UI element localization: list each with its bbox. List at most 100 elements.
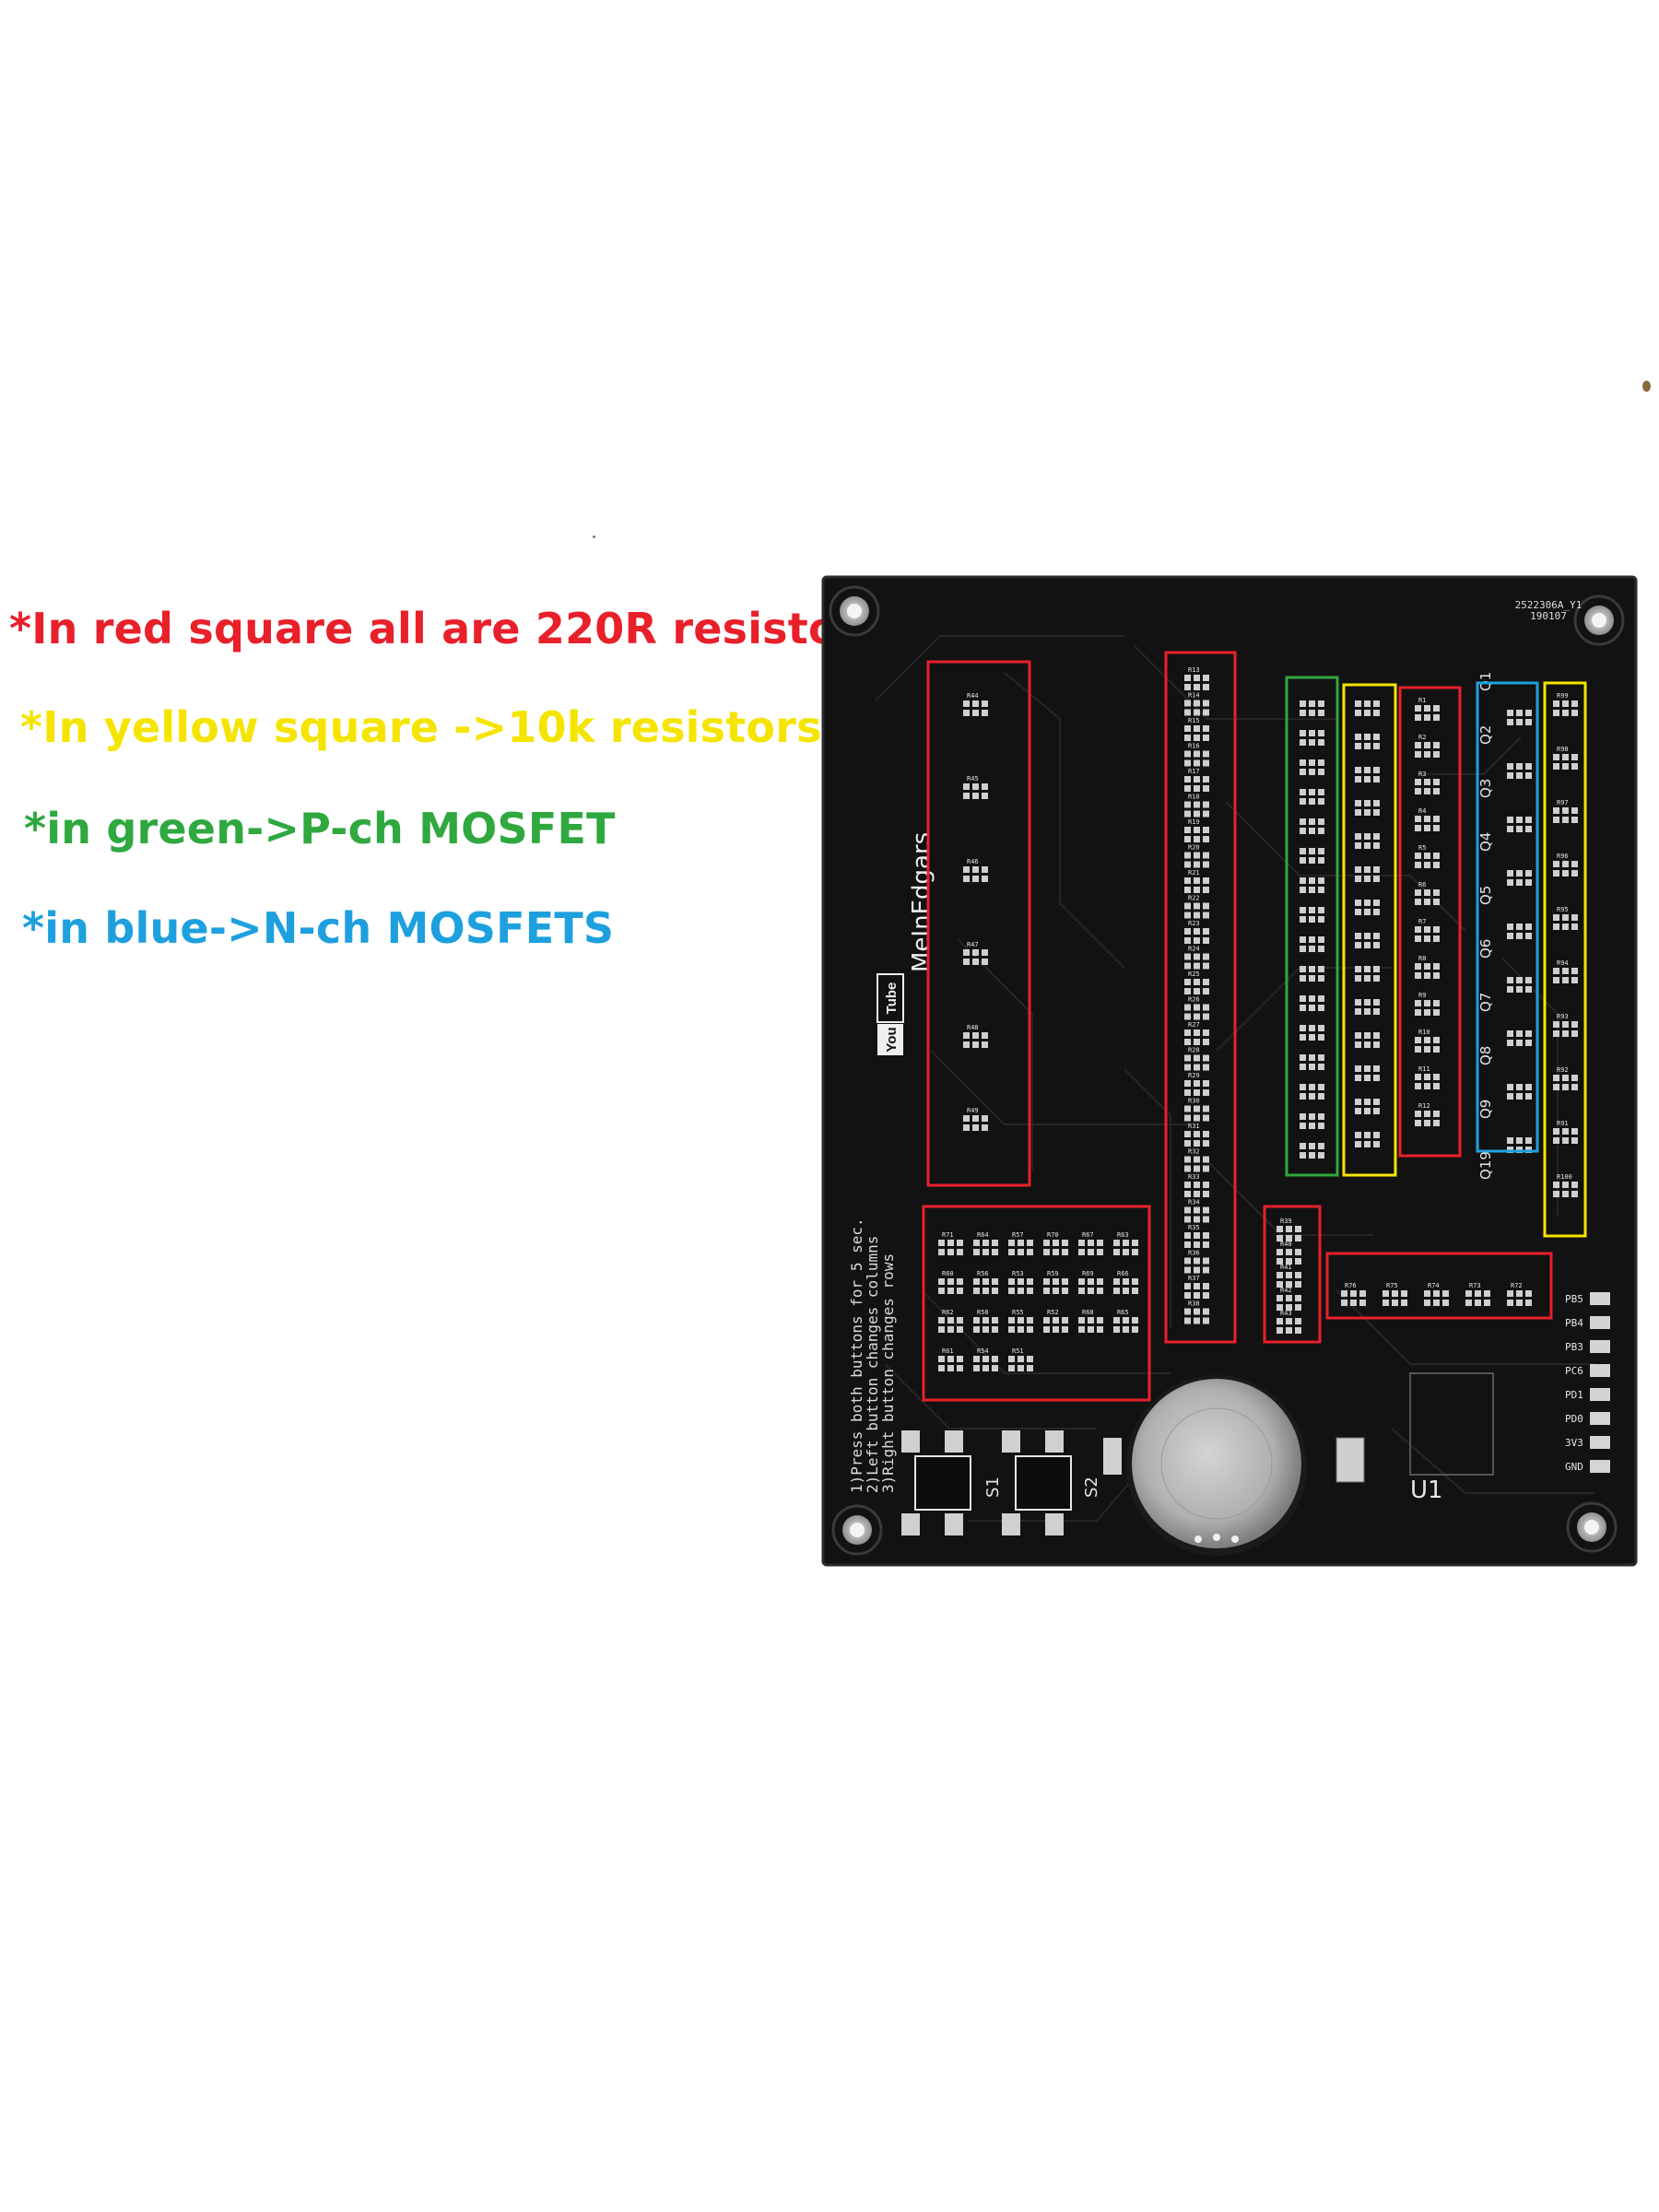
smd-pad: [1097, 1288, 1103, 1294]
smd-pad: [1018, 1317, 1024, 1324]
smd-pad: [1424, 853, 1430, 859]
smd-pad: [1433, 926, 1440, 933]
smd-pad: [1318, 789, 1324, 795]
smd-pad: [1571, 1084, 1578, 1090]
smd-pad: [1553, 1030, 1559, 1037]
smd-pad: [1424, 816, 1430, 822]
smd-pad: [1286, 1272, 1292, 1278]
smd-pad: [1309, 759, 1315, 766]
smd-pad: [1277, 1226, 1283, 1232]
smd-pad: [1373, 876, 1380, 882]
smd-pad: [1318, 975, 1324, 982]
smd-pad: [1401, 1290, 1407, 1297]
smd-pad: [1300, 828, 1306, 834]
smd-pad: [1286, 1281, 1292, 1288]
smd-pad: [1318, 1123, 1324, 1129]
smd-pad: [1194, 1054, 1200, 1062]
smd-pad: [1300, 710, 1306, 716]
smd-pad: [1364, 909, 1371, 915]
smd-resistor: R71: [938, 1231, 963, 1255]
smd-pad: [1184, 937, 1191, 944]
smd-resistor: R2: [1415, 734, 1440, 758]
smd-pad: [1525, 977, 1532, 983]
resistor-label: R1: [1418, 697, 1426, 704]
smd-pad: [1553, 914, 1559, 921]
smd-pad: [1097, 1240, 1103, 1246]
smd-pad: [1415, 1037, 1421, 1043]
smd-pad: [1318, 995, 1324, 1002]
smd-pad: [1123, 1249, 1129, 1255]
smd-resistor: R28: [1184, 1047, 1209, 1071]
smd-pad: [1571, 1182, 1578, 1188]
smd-pad: [1475, 1300, 1481, 1306]
resistor-label: R12: [1418, 1102, 1430, 1110]
smd-pad: [1355, 1099, 1361, 1105]
smd-pad: [1184, 979, 1191, 985]
smd-resistor: R27: [1184, 1021, 1209, 1045]
smd-pad: [1433, 742, 1440, 748]
smd-pad: [1184, 785, 1191, 792]
smd-pad: [1516, 977, 1523, 983]
resistor-label: R44: [967, 692, 979, 700]
smd-pad: [1194, 1266, 1200, 1274]
smd-pad: [1318, 1143, 1324, 1149]
resistor-label: R59: [1047, 1270, 1059, 1277]
smd-pad: [1562, 1084, 1569, 1090]
smd-pad: [1318, 916, 1324, 923]
smd-pad: [1433, 1037, 1440, 1043]
resistor-label: R55: [1012, 1309, 1024, 1316]
smd-pad: [1184, 1004, 1191, 1011]
smd-pad: [1309, 828, 1315, 834]
smd-pad: [1433, 1120, 1440, 1126]
smd-pad: [1553, 754, 1559, 760]
smd-pad: [1364, 734, 1371, 740]
smd-pad: [1415, 853, 1421, 859]
smd-pad: [1043, 1317, 1050, 1324]
pin-label: PD0: [1565, 1413, 1583, 1425]
smd-pad: [1300, 1025, 1306, 1031]
smd-pad: [1553, 1021, 1559, 1028]
smd-pad: [1355, 743, 1361, 749]
smd-pad: [1525, 763, 1532, 770]
smd-pad: [1424, 1111, 1430, 1117]
smd-resistor: R21: [1184, 869, 1209, 893]
smd-pad: [1373, 966, 1380, 972]
smd-pad: [1203, 912, 1209, 919]
smd-pad: [957, 1240, 963, 1246]
smd-pad: [1184, 1165, 1191, 1172]
smd-pad: [1424, 899, 1430, 905]
smd-resistor: R20: [1184, 844, 1209, 868]
smd-resistor: [1355, 966, 1380, 982]
smd-pad: [1194, 1004, 1200, 1011]
smd-pad: [1053, 1288, 1059, 1294]
smd-pad: [1562, 1128, 1569, 1135]
resistor-label: R63: [1117, 1231, 1129, 1239]
smd-resistor: R18: [1184, 794, 1209, 818]
smd-resistor: R47: [963, 941, 988, 965]
smd-pad: [1364, 900, 1371, 906]
smd-pad: [1309, 946, 1315, 952]
smd-resistor: [1300, 1113, 1324, 1129]
smd-resistor: [1300, 848, 1324, 864]
smd-pad: [982, 1032, 988, 1039]
red-box-right-column: [1398, 686, 1462, 1158]
smd-pad: [1350, 1300, 1357, 1306]
smd-pad: [1318, 857, 1324, 864]
smd-pad: [947, 1278, 954, 1285]
smd-pad: [947, 1249, 954, 1255]
smd-pad: [1355, 1132, 1361, 1138]
smd-pad: [982, 1326, 989, 1333]
smd-pad: [1355, 942, 1361, 948]
smd-pad: [1318, 1034, 1324, 1041]
smd-resistor: [1355, 900, 1380, 915]
smd-resistor: R5: [1415, 844, 1440, 868]
smd-pad: [1525, 1030, 1532, 1037]
smd-pad: [1475, 1290, 1481, 1297]
smd-pad: [1194, 1283, 1200, 1289]
smd-pad: [1300, 1093, 1306, 1100]
smd-pad: [1562, 817, 1569, 823]
smd-pad: [1132, 1240, 1138, 1246]
smd-pad: [1300, 798, 1306, 805]
smd-pad: [1194, 877, 1200, 884]
smd-resistor: R75: [1382, 1282, 1407, 1306]
